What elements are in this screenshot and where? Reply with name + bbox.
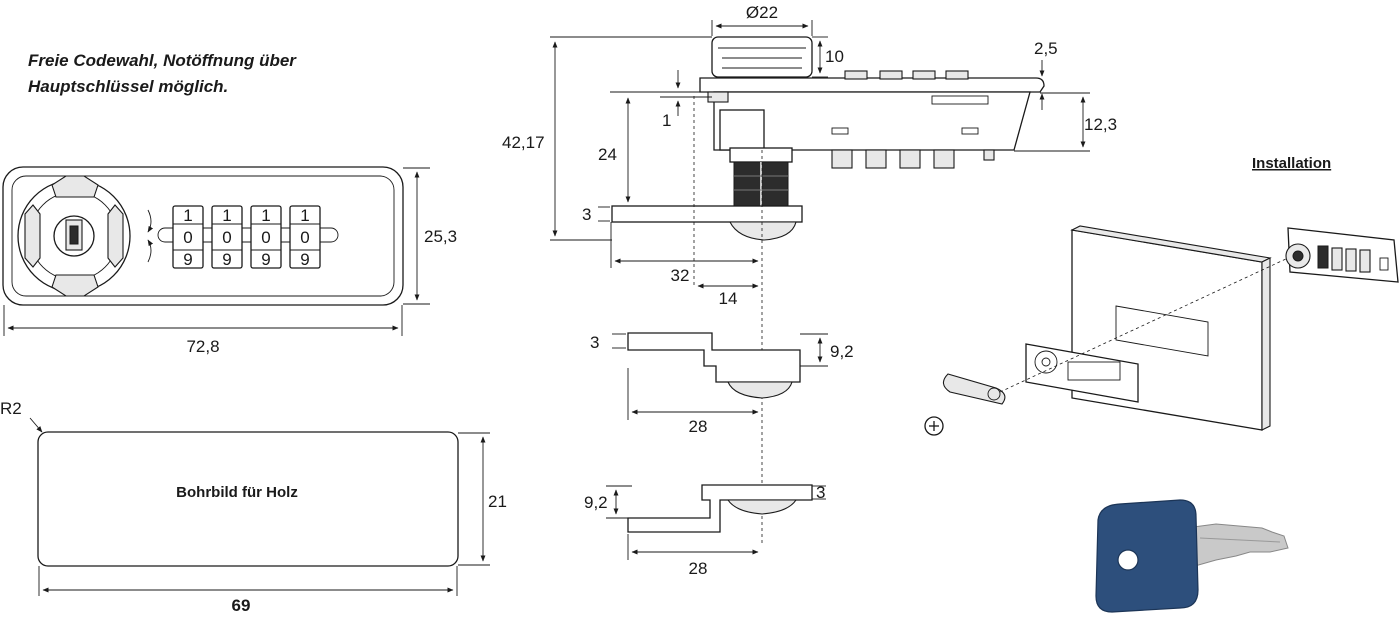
dim-drill-width: 69 [232, 596, 251, 615]
dim-total-height: 42,17 [502, 133, 545, 152]
key-head [1095, 499, 1199, 613]
cam-variant-b: 3 9,2 28 [584, 483, 826, 578]
dial-slot [157, 227, 339, 243]
dial-4: 1 0 9 [289, 205, 321, 269]
drill-label: Bohrbild für Holz [176, 484, 298, 501]
dial-3: 1 0 9 [250, 205, 282, 269]
rotate-arrow-up-icon [147, 209, 154, 233]
dim-front-width: 72,8 [186, 337, 219, 356]
drill-template: R2 Bohrbild für Holz 21 69 [0, 399, 507, 615]
knob-front [17, 175, 131, 297]
dial-4-mid: 0 [300, 228, 309, 247]
dim-cam-thickness: 3 [582, 205, 591, 224]
front-view-lock: 1 0 9 1 0 9 1 0 9 1 0 [2, 166, 457, 356]
door-cutout [1115, 305, 1209, 357]
cam-b-outline [627, 484, 813, 533]
dim-24: 24 [598, 145, 617, 164]
dim-cam-a-thickness: 3 [590, 333, 599, 352]
dim-32: 32 [671, 266, 690, 285]
dial-wheels: 1 0 9 1 0 9 1 0 9 1 0 [172, 205, 321, 269]
master-key-illustration [1095, 499, 1289, 613]
dial-3-mid: 0 [261, 228, 270, 247]
back-plate [1025, 343, 1139, 403]
install-cam [942, 373, 1006, 405]
front-plate-inner [11, 175, 395, 297]
dial-2-top: 1 [222, 206, 231, 225]
dim-14: 14 [719, 289, 738, 308]
installation-title: Installation [1252, 155, 1331, 172]
cam-variant-a: 3 9,2 28 [590, 332, 854, 436]
dim-cam-b-length: 28 [689, 559, 708, 578]
cabinet-door [1071, 229, 1263, 431]
lock-body [713, 91, 1031, 151]
key-blade [1185, 523, 1289, 569]
rotate-arrow-down-icon [147, 239, 154, 263]
knob-side [711, 36, 813, 78]
dim-drill-height: 21 [488, 492, 507, 511]
note-line-1: Freie Codewahl, Notöffnung über [28, 51, 297, 70]
top-plate [699, 77, 1045, 93]
dial-4-bot: 9 [300, 250, 309, 269]
dim-cam-b-offset: 9,2 [584, 493, 608, 512]
dim-gap: 1 [662, 111, 671, 130]
dim-knob: 10 [825, 47, 844, 66]
feature-note: Freie Codewahl, Notöffnung über Hauptsch… [28, 51, 297, 96]
side-view-lock: Ø22 10 2,5 12,3 42,17 1 24 3 [502, 3, 1117, 545]
dim-cam-a-length: 28 [689, 417, 708, 436]
dial-2-mid: 0 [222, 228, 231, 247]
assembly-axis [999, 257, 1289, 393]
installation-diagram: Installation [924, 155, 1399, 436]
dial-2-bot: 9 [222, 250, 231, 269]
dial-3-bot: 9 [261, 250, 270, 269]
dim-body-height: 12,3 [1084, 115, 1117, 134]
dial-1: 1 0 9 [172, 205, 204, 269]
dial-1-mid: 0 [183, 228, 192, 247]
dial-3-top: 1 [261, 206, 270, 225]
dim-cam-a-offset: 9,2 [830, 342, 854, 361]
cam-straight [611, 205, 803, 223]
dim-plate-thickness: 2,5 [1034, 39, 1058, 58]
dial-2: 1 0 9 [211, 205, 243, 269]
dial-1-top: 1 [183, 206, 192, 225]
radius-label: R2 [0, 399, 22, 418]
cam-a-outline [627, 332, 801, 383]
dim-diameter: Ø22 [746, 3, 778, 22]
dim-cam-b-thickness: 3 [816, 483, 825, 502]
note-line-2: Hauptschlüssel möglich. [28, 77, 228, 96]
key-ring-hole [1117, 549, 1139, 571]
dial-4-top: 1 [300, 206, 309, 225]
drill-outline [37, 431, 459, 567]
dim-front-height: 25,3 [424, 227, 457, 246]
dial-1-bot: 9 [183, 250, 192, 269]
